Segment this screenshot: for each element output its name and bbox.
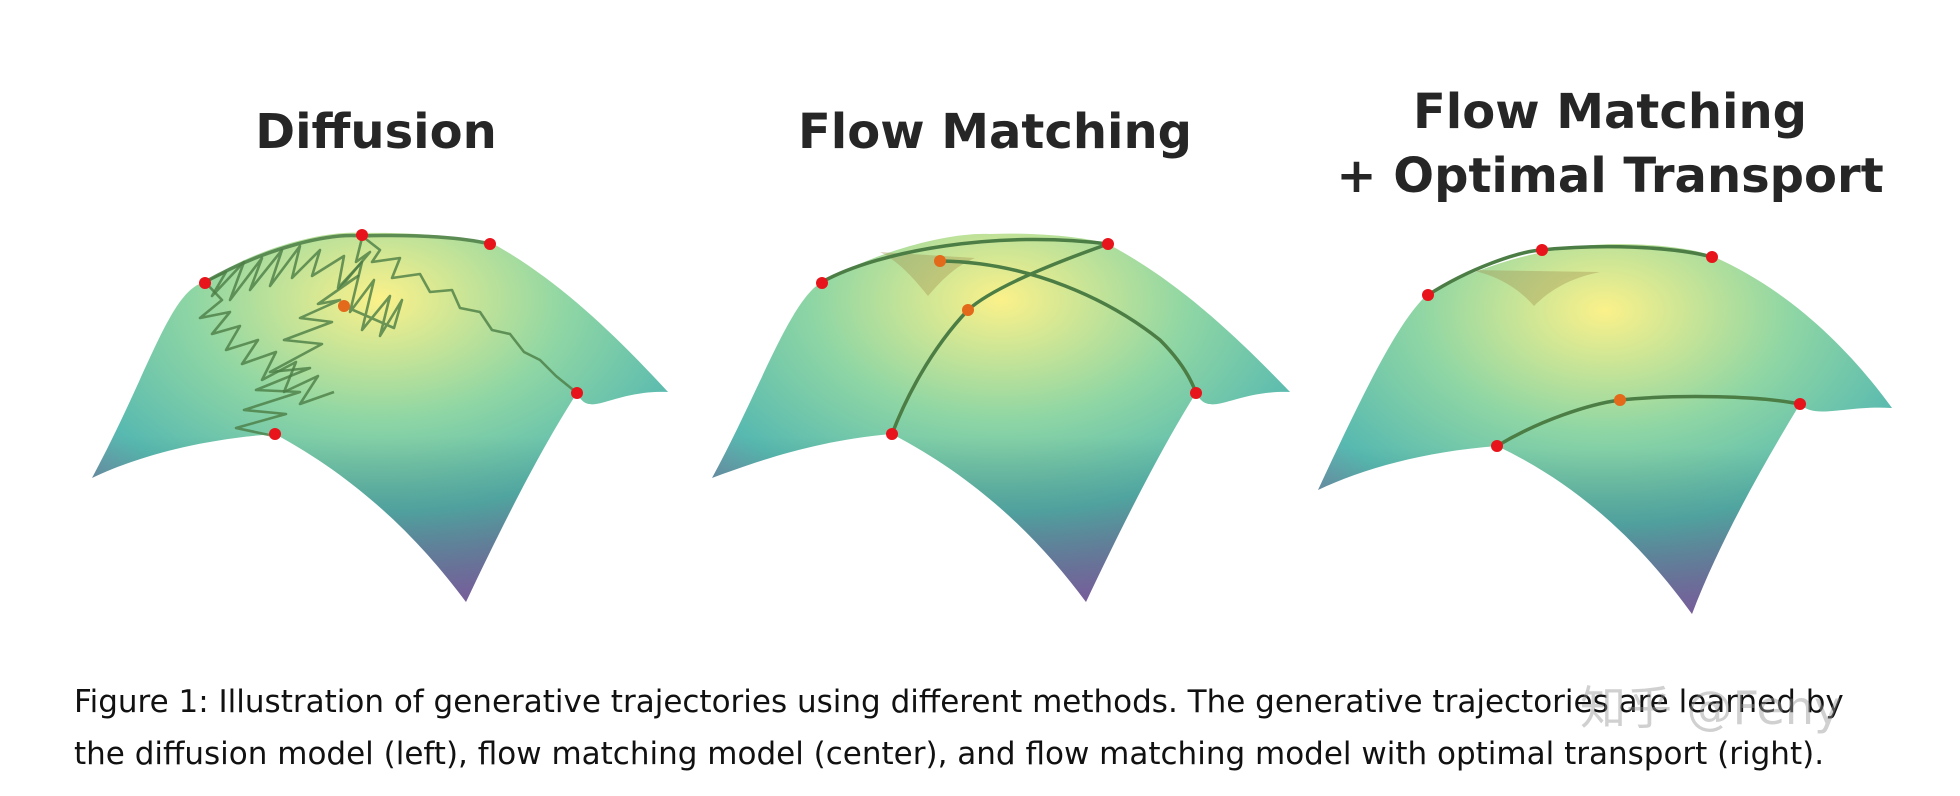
- flow-matching-midpoint-1: [934, 255, 946, 267]
- ot-endpoint-4: [1794, 398, 1806, 410]
- flow-matching-midpoint-2: [962, 304, 974, 316]
- flow-matching-endpoint-4: [886, 428, 898, 440]
- flow-matching-endpoint-2: [1102, 238, 1114, 250]
- surface-shade-diffusion: [92, 232, 668, 602]
- ot-endpoint-3: [1706, 251, 1718, 263]
- diffusion-endpoint-5: [269, 428, 281, 440]
- panel-title-ot-line1: Flow Matching: [1413, 84, 1807, 140]
- surface-shade-flow-matching: [712, 233, 1290, 602]
- diffusion-endpoint-1: [199, 277, 211, 289]
- figure-caption: Figure 1: Illustration of generative tra…: [74, 684, 1844, 772]
- diffusion-endpoint-3: [484, 238, 496, 250]
- panel-flow-matching-ot: Flow Matching + Optimal Transport: [1318, 84, 1892, 614]
- diffusion-trajectory-4: [198, 281, 335, 406]
- figure: Diffusion Flow Matching Flow Matching + …: [92, 84, 1892, 614]
- ot-endpoint-5: [1491, 440, 1503, 452]
- diffusion-trajectory-3: [361, 234, 578, 395]
- panel-title-diffusion: Diffusion: [255, 104, 497, 160]
- panel-title-flow-matching: Flow Matching: [798, 104, 1192, 160]
- panel-flow-matching: Flow Matching: [712, 104, 1290, 602]
- flow-matching-trajectory-3: [938, 259, 1198, 395]
- diffusion-endpoint-2: [356, 229, 368, 241]
- diffusion-trajectory-1: [234, 237, 372, 438]
- diffusion-midpoint: [338, 300, 350, 312]
- panel-diffusion: Diffusion: [92, 104, 668, 602]
- ot-shadow: [1470, 270, 1600, 306]
- flow-matching-endpoint-3: [1190, 387, 1202, 399]
- surface-shade-flow-matching-ot: [1318, 244, 1892, 614]
- ot-endpoint-1: [1422, 289, 1434, 301]
- diffusion-trajectory-2: [204, 244, 404, 338]
- ot-midpoint: [1614, 394, 1626, 406]
- flow-matching-endpoint-1: [816, 277, 828, 289]
- diffusion-endpoint-4: [571, 387, 583, 399]
- flow-matching-trajectory-1: [820, 237, 1110, 284]
- panel-title-ot-line2: + Optimal Transport: [1336, 148, 1883, 204]
- ot-endpoint-2: [1536, 244, 1548, 256]
